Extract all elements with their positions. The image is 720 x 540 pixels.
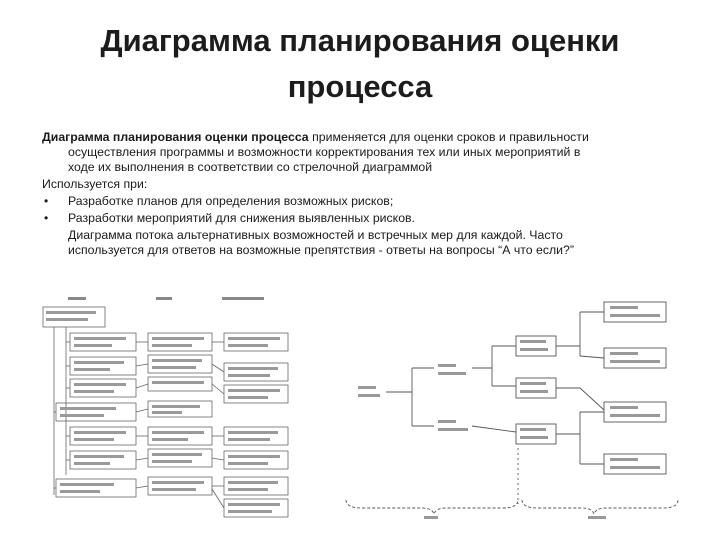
table-header-marks	[68, 297, 264, 300]
definition-paragraph: Диаграмма планирования оценки процесса п…	[42, 130, 682, 175]
definition-lead: Диаграмма планирования оценки процесса	[42, 130, 309, 144]
alternatives-flow-diagram-image	[342, 298, 682, 528]
alternatives-flow-graphic	[345, 301, 679, 519]
uses-list-item: Разработке планов для определения возмож…	[42, 194, 682, 209]
title-line-2: процесса	[287, 69, 433, 104]
uses-label: Используется при:	[42, 177, 148, 191]
flow-blurred-labels	[358, 306, 660, 519]
flow-paragraph: Диаграмма потока альтернативных возможно…	[68, 228, 682, 258]
slide-title: Диаграмма планирования оценки процесса	[0, 18, 720, 110]
flow-line-2: используется для ответов на возможные пр…	[68, 243, 574, 257]
slide-body: Диаграмма планирования оценки процесса п…	[42, 130, 682, 258]
definition-line-3: ходе их выполнения в соответствии со стр…	[68, 160, 433, 174]
uses-list: Разработке планов для определения возмож…	[42, 194, 682, 226]
uses-list-item: Разработки мероприятий для снижения выяв…	[42, 211, 682, 226]
flow-line-1: Диаграмма потока альтернативных возможно…	[68, 228, 563, 242]
definition-line-2: осуществления программы и возможности ко…	[68, 145, 581, 159]
process-decision-table-image	[40, 293, 302, 525]
definition-rest: применяется для оценки сроков и правильн…	[308, 130, 589, 144]
process-decision-table-graphic	[42, 297, 289, 518]
title-line-1: Диаграмма планирования оценки	[100, 23, 620, 58]
